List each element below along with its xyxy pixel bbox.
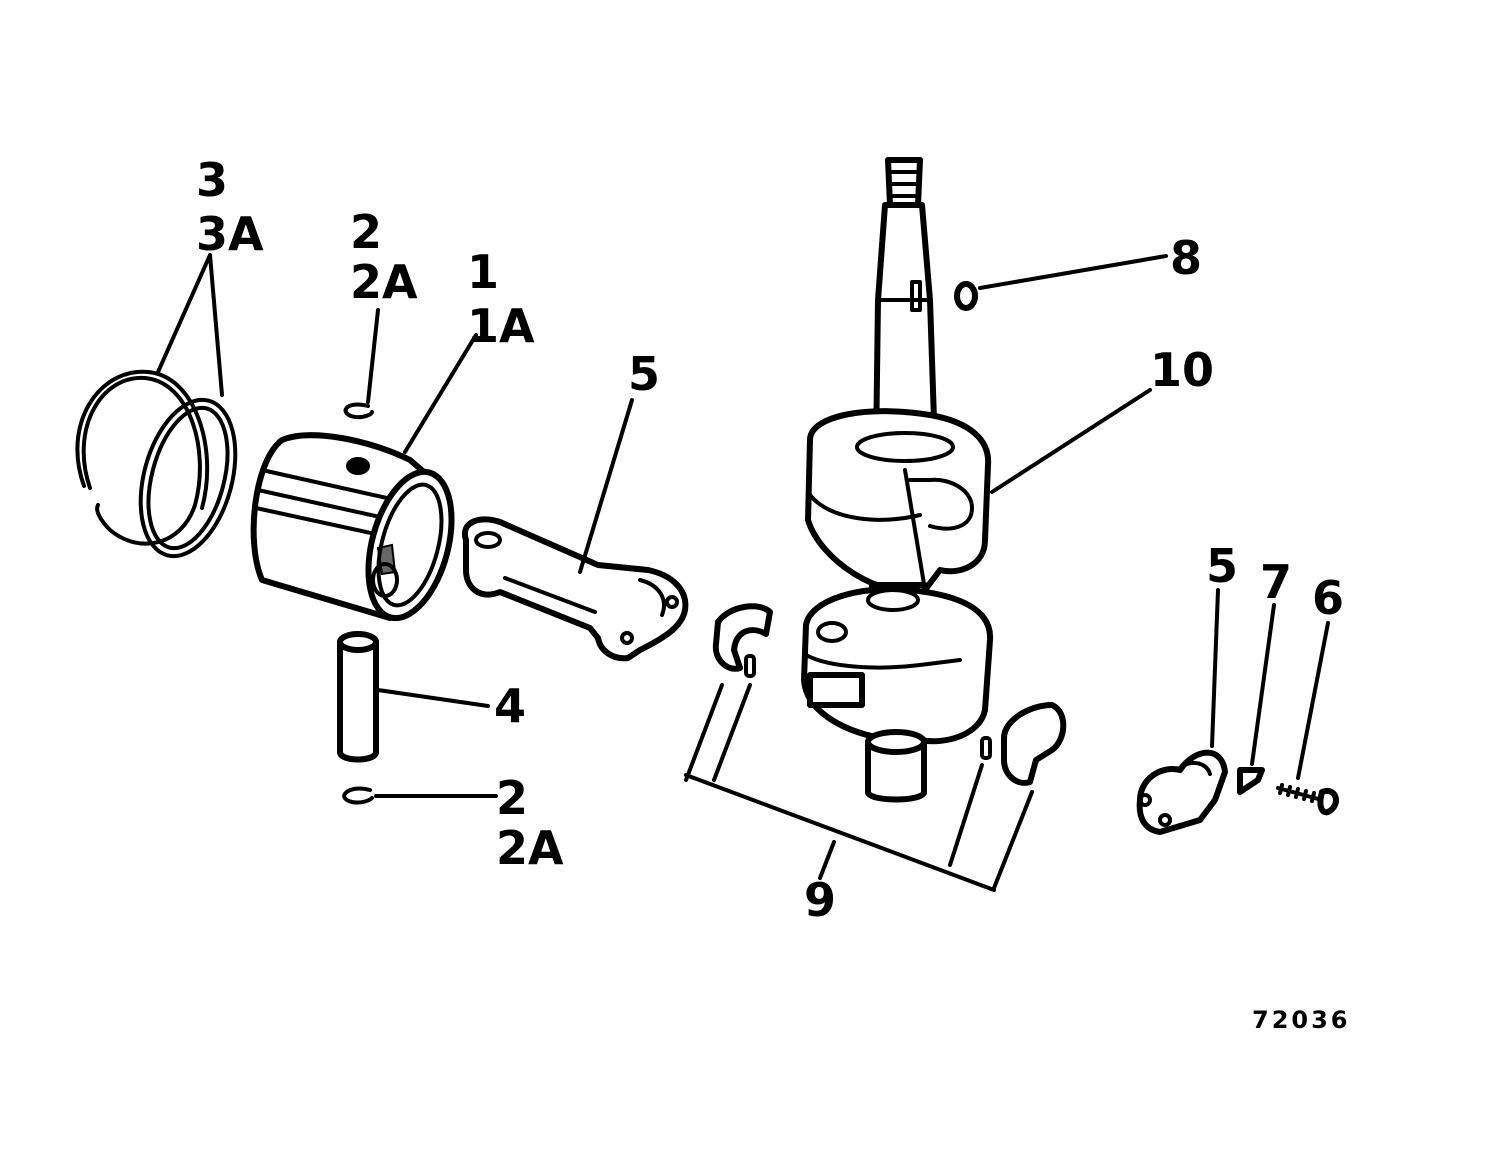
callout-rod-cap: 5 (1206, 539, 1238, 593)
woodruff-key (954, 281, 978, 311)
piston-ring-rear (138, 397, 238, 559)
rod-screw (1276, 783, 1339, 816)
callout-piston-2: 1A (467, 299, 535, 353)
figure-number: 72036 (1252, 1006, 1351, 1034)
piston-rings (75, 369, 238, 559)
pin-clip-bottom (342, 786, 374, 805)
leader-lines (156, 253, 1330, 892)
crankshaft (801, 157, 994, 803)
callout-clip-top-1: 2 (350, 205, 382, 259)
callout-clip-bottom-2: 2A (496, 821, 564, 875)
piston-ring-front (75, 369, 210, 546)
callout-rings-1: 3 (196, 153, 228, 207)
callout-wrist-pin: 4 (494, 679, 526, 733)
callout-bearings: 9 (804, 873, 836, 927)
rod-lock (1237, 767, 1265, 795)
callout-rod: 5 (628, 347, 660, 401)
wrist-pin (337, 631, 379, 763)
callout-rings-2: 3A (196, 207, 264, 261)
callout-screw: 6 (1312, 571, 1344, 625)
pin-clip-top (343, 402, 374, 420)
callout-lock: 7 (1260, 555, 1292, 609)
callout-crankshaft: 10 (1150, 343, 1214, 397)
piston-pin-hole (346, 457, 370, 475)
connecting-rod (461, 516, 689, 662)
callout-clip-top-2: 2A (350, 255, 418, 309)
callout-piston-1: 1 (467, 245, 499, 299)
bearing-half-right (980, 702, 1067, 786)
bearing-half-left (712, 603, 773, 678)
piston (250, 432, 455, 622)
callout-clip-bottom-1: 2 (496, 771, 528, 825)
callout-key: 8 (1170, 231, 1202, 285)
rod-cap (1136, 749, 1228, 835)
